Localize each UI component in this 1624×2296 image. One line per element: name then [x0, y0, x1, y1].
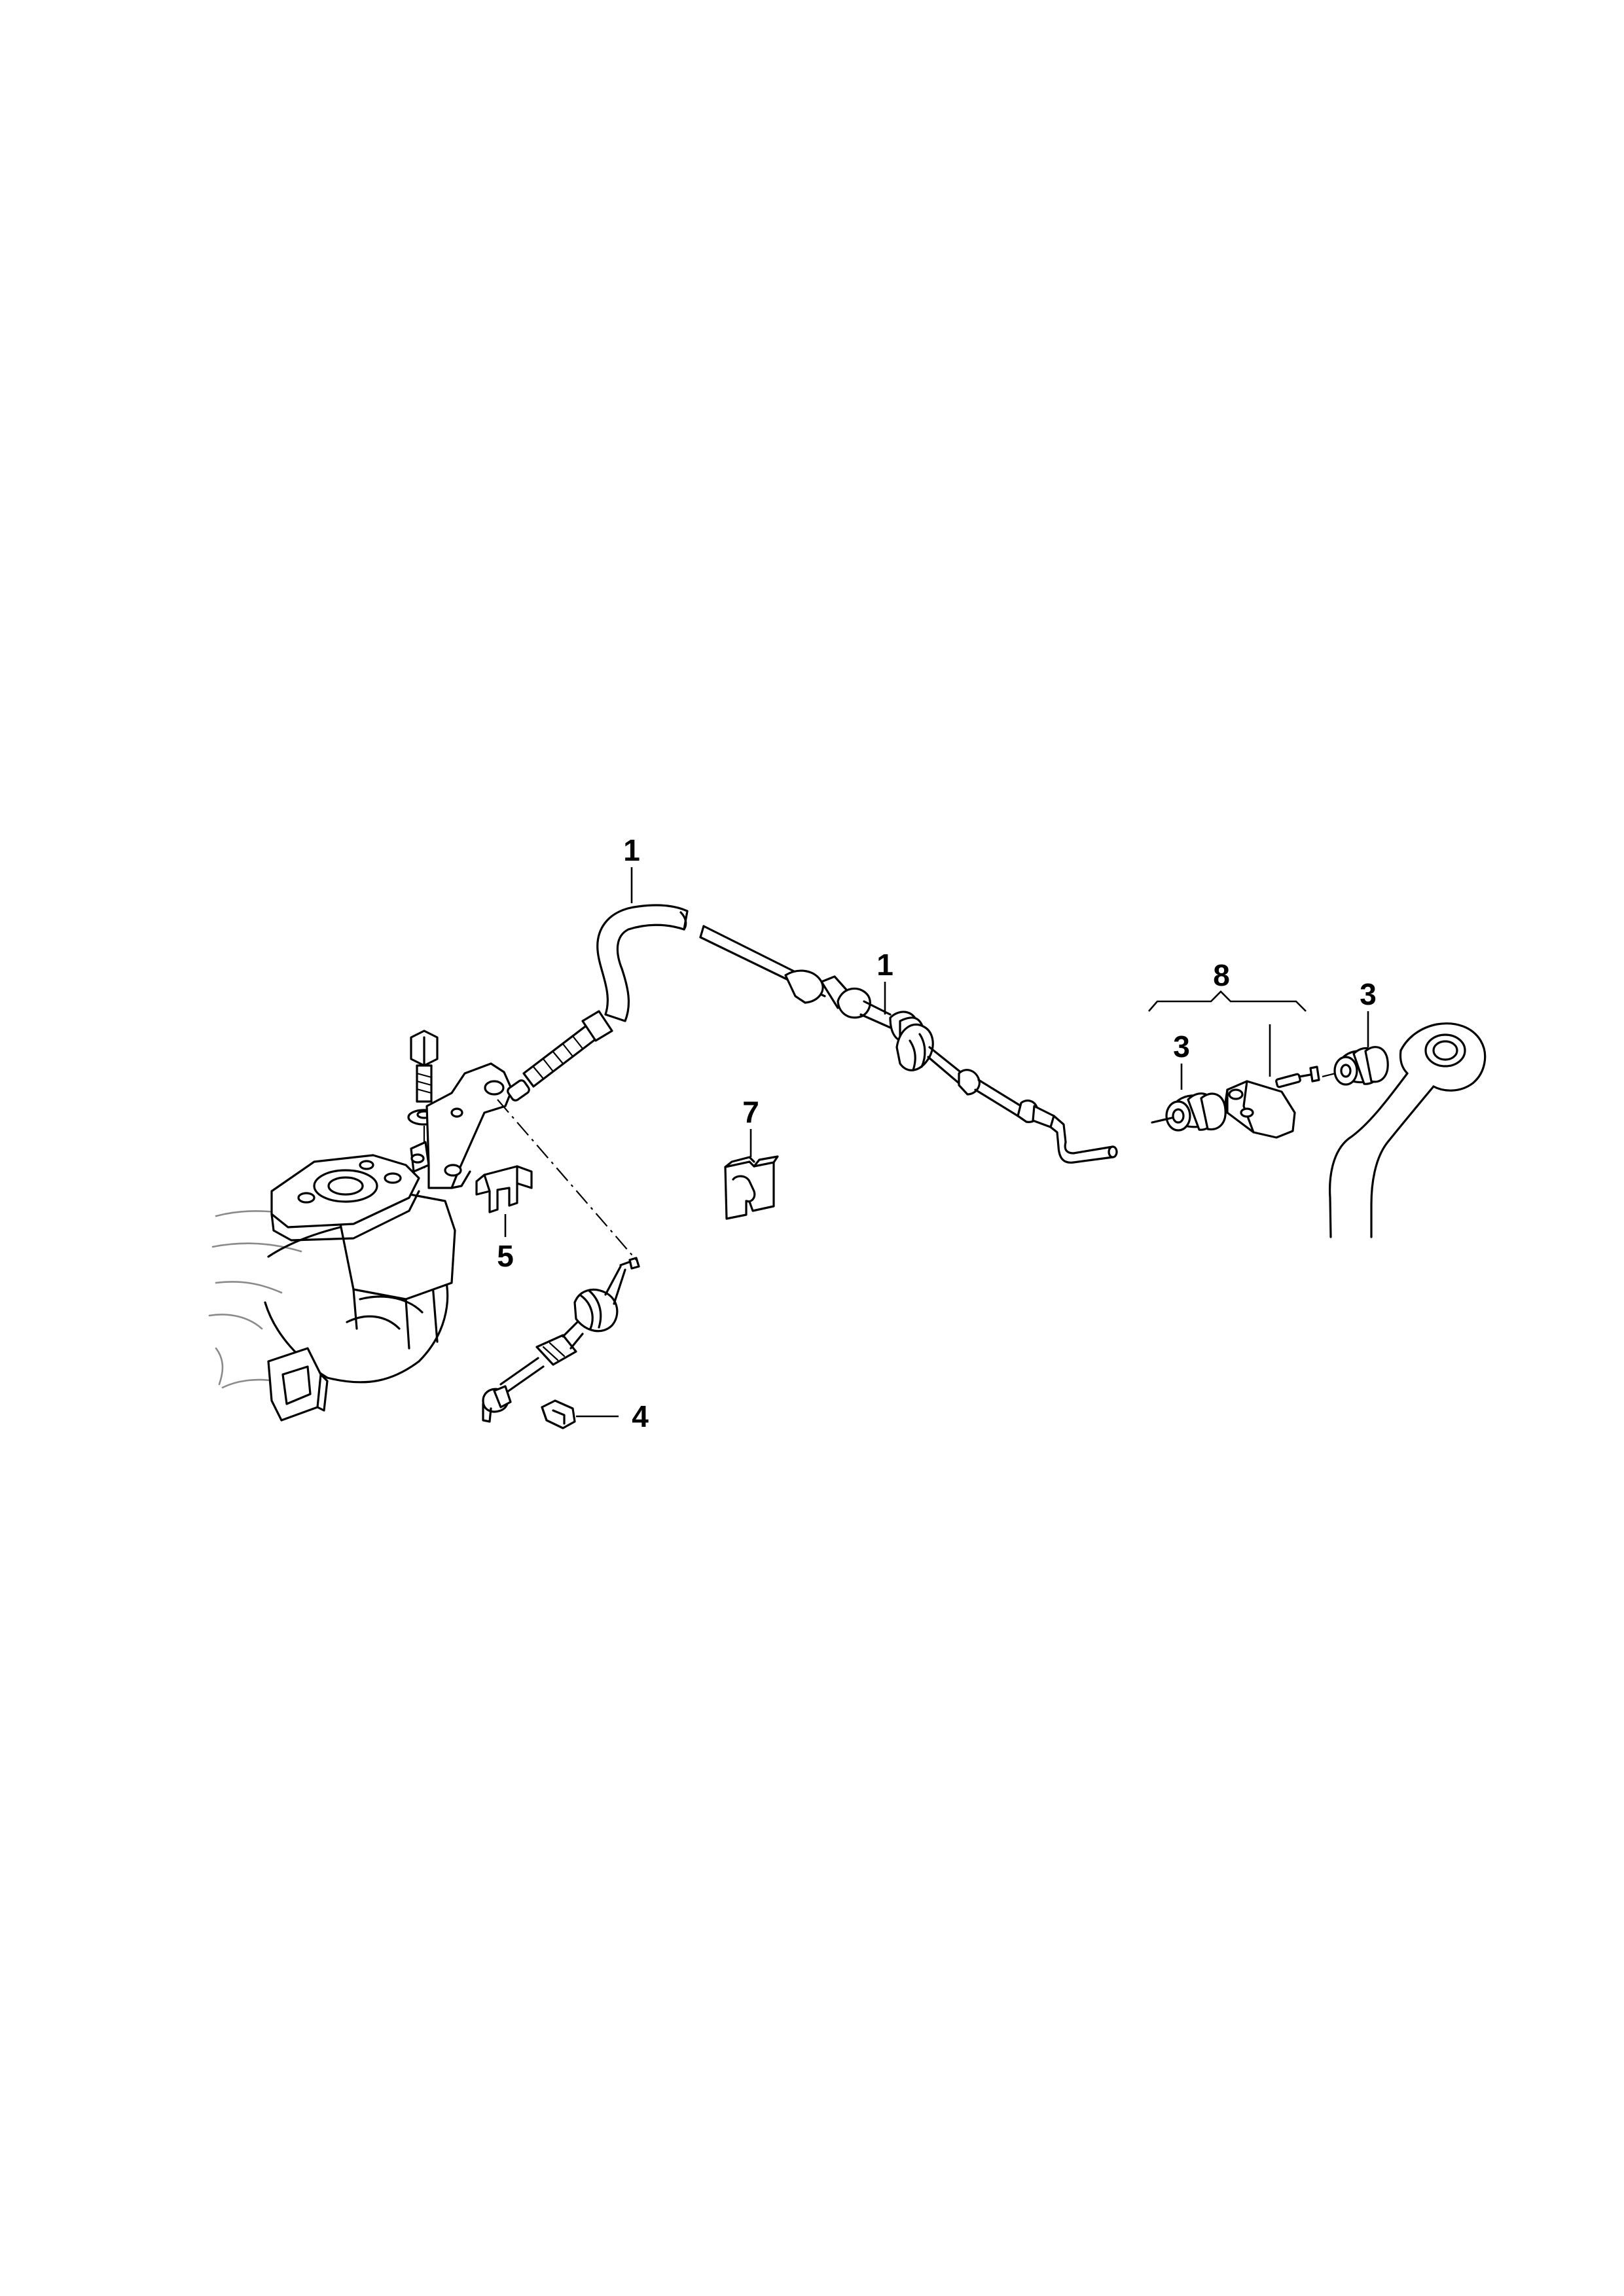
shift-lever: [1329, 1022, 1487, 1238]
callout-1-lower: 1: [876, 948, 893, 982]
callout-3-left: 3: [1173, 1030, 1190, 1064]
assembly-centerline: [497, 1099, 637, 1261]
grommet-right: [1322, 1046, 1389, 1086]
small-clip: [541, 1399, 576, 1429]
transmission-housing: [208, 1154, 456, 1422]
leader-lines: [504, 867, 1369, 1418]
upper-cable: [507, 904, 689, 1102]
grommet-left: [1151, 1092, 1227, 1132]
callout-4: 4: [632, 1399, 649, 1433]
cable-bracket: [410, 1062, 513, 1189]
bracket-clip: [475, 1165, 533, 1213]
callout-7: 7: [742, 1095, 759, 1129]
callout-1-upper: 1: [623, 833, 640, 867]
lower-cable: [699, 925, 1118, 1164]
retainer-clip: [724, 1155, 779, 1220]
callout-5: 5: [497, 1239, 514, 1273]
cable-end: [482, 1257, 640, 1423]
callout-3-right: 3: [1360, 977, 1377, 1011]
shift-bracket: [1224, 1066, 1320, 1139]
callout-8: 8: [1213, 958, 1230, 992]
